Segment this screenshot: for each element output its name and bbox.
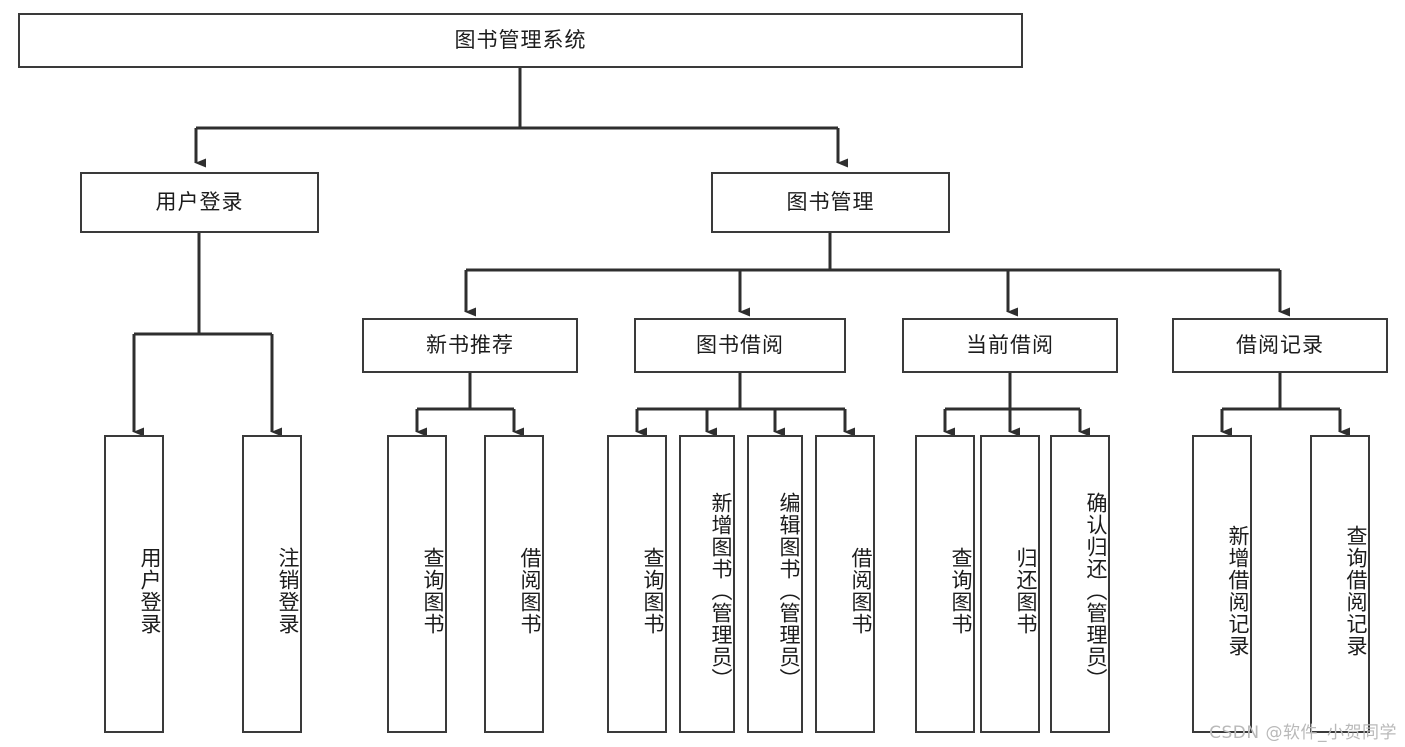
leaf-add-borrow-record[interactable]: 新增借阅记录	[1192, 435, 1252, 733]
node-root-book-management-system[interactable]: 图书管理系统	[18, 13, 1023, 68]
leaf-add-book-admin[interactable]: 新增图书（管理员）	[679, 435, 735, 733]
node-label: 图书管理系统	[454, 28, 587, 53]
leaf-edit-book-admin[interactable]: 编辑图书（管理员）	[747, 435, 803, 733]
node-label: 用户登录	[155, 190, 244, 215]
leaf-query-book[interactable]: 查询图书	[607, 435, 667, 733]
node-book-management[interactable]: 图书管理	[711, 172, 950, 233]
node-label: 新书推荐	[426, 333, 514, 358]
leaf-user-login[interactable]: 用户登录	[104, 435, 164, 733]
leaf-logout[interactable]: 注销登录	[242, 435, 302, 733]
leaf-borrow-book-recommend[interactable]: 借阅图书	[484, 435, 544, 733]
node-label: 新增图书（管理员）	[709, 492, 733, 690]
leaf-return-book[interactable]: 归还图书	[980, 435, 1040, 733]
node-new-book-recommend[interactable]: 新书推荐	[362, 318, 578, 373]
node-borrow-record[interactable]: 借阅记录	[1172, 318, 1388, 373]
node-label: 借阅图书	[518, 547, 542, 635]
leaf-query-book-current[interactable]: 查询图书	[915, 435, 975, 733]
leaf-borrow-book[interactable]: 借阅图书	[815, 435, 875, 733]
node-current-borrow[interactable]: 当前借阅	[902, 318, 1118, 373]
node-label: 确认归还（管理员）	[1084, 492, 1108, 690]
node-label: 新增借阅记录	[1226, 525, 1250, 657]
node-label: 编辑图书（管理员）	[777, 492, 801, 690]
leaf-query-borrow-record[interactable]: 查询借阅记录	[1310, 435, 1370, 733]
node-label: 查询图书	[949, 547, 973, 635]
node-label: 图书管理	[786, 190, 875, 215]
node-book-borrow[interactable]: 图书借阅	[634, 318, 846, 373]
node-label: 当前借阅	[966, 333, 1054, 358]
node-label: 用户登录	[138, 547, 162, 635]
node-label: 查询图书	[641, 547, 665, 635]
node-label: 查询借阅记录	[1344, 525, 1368, 657]
node-user-login[interactable]: 用户登录	[80, 172, 319, 233]
node-label: 查询图书	[421, 547, 445, 635]
node-label: 借阅记录	[1236, 333, 1324, 358]
node-label: 借阅图书	[849, 547, 873, 635]
node-label: 图书借阅	[696, 333, 784, 358]
watermark: CSDN @软件_小贺同学	[1209, 723, 1397, 743]
leaf-query-book-recommend[interactable]: 查询图书	[387, 435, 447, 733]
leaf-confirm-return-admin[interactable]: 确认归还（管理员）	[1050, 435, 1110, 733]
node-label: 注销登录	[276, 547, 300, 635]
node-label: 归还图书	[1014, 547, 1038, 635]
